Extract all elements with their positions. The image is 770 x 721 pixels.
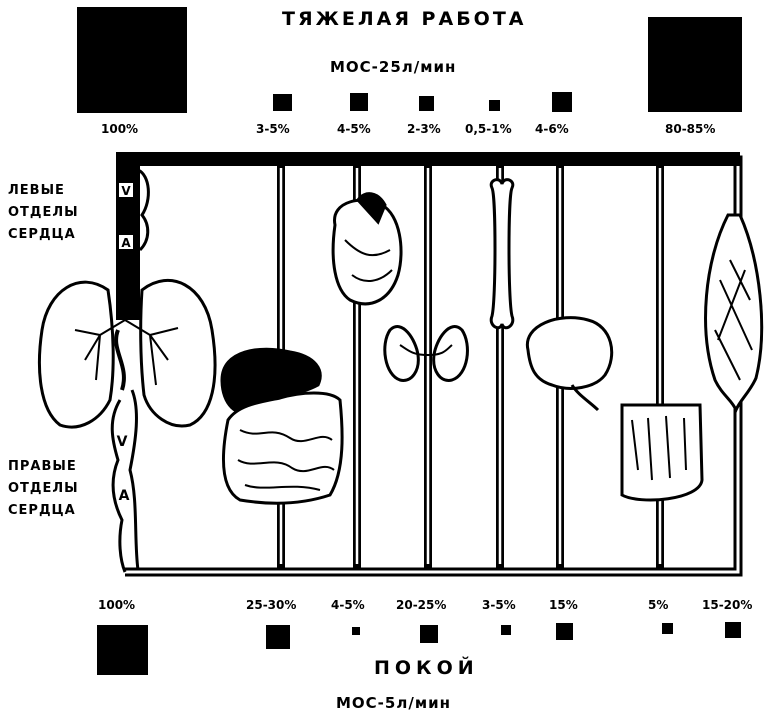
rest-square-brain [556,623,573,640]
left-atrium-marker: A [118,234,134,250]
rest-square-heart [352,627,360,635]
brain-illustration [527,318,611,410]
left-ventricle-marker: V [118,182,134,198]
rest-total-output-square [97,625,148,675]
rest-square-bone [501,625,511,635]
right-ventricle-marker: V [117,434,128,450]
right-atrium-marker: A [119,488,130,504]
svg-text:A: A [121,236,131,250]
rest-pct-brain: 15% [549,598,578,612]
muscle-illustration [706,215,762,410]
rest-square-gut [266,625,290,649]
rest-pct-skin: 5% [648,598,668,612]
rest-square-muscle [725,622,741,638]
rest-square-skin [662,623,673,634]
bone-illustration [491,180,513,328]
skin-tissue-illustration [622,405,702,500]
svg-text:V: V [121,184,131,198]
rest-mos: МОС-5л/мин [336,694,451,712]
digestive-organs-illustration [222,349,342,503]
rest-pct-gut: 25-30% [246,598,296,612]
heart-illustration [333,194,401,304]
rest-pct-total: 100% [98,598,135,612]
rest-pct-heart: 4-5% [331,598,365,612]
rest-pct-muscle: 15-20% [702,598,752,612]
rest-pct-bone: 3-5% [482,598,516,612]
rest-title: ПОКОЙ [374,657,479,679]
rest-square-kidney [420,625,438,643]
rest-pct-kidney: 20-25% [396,598,446,612]
